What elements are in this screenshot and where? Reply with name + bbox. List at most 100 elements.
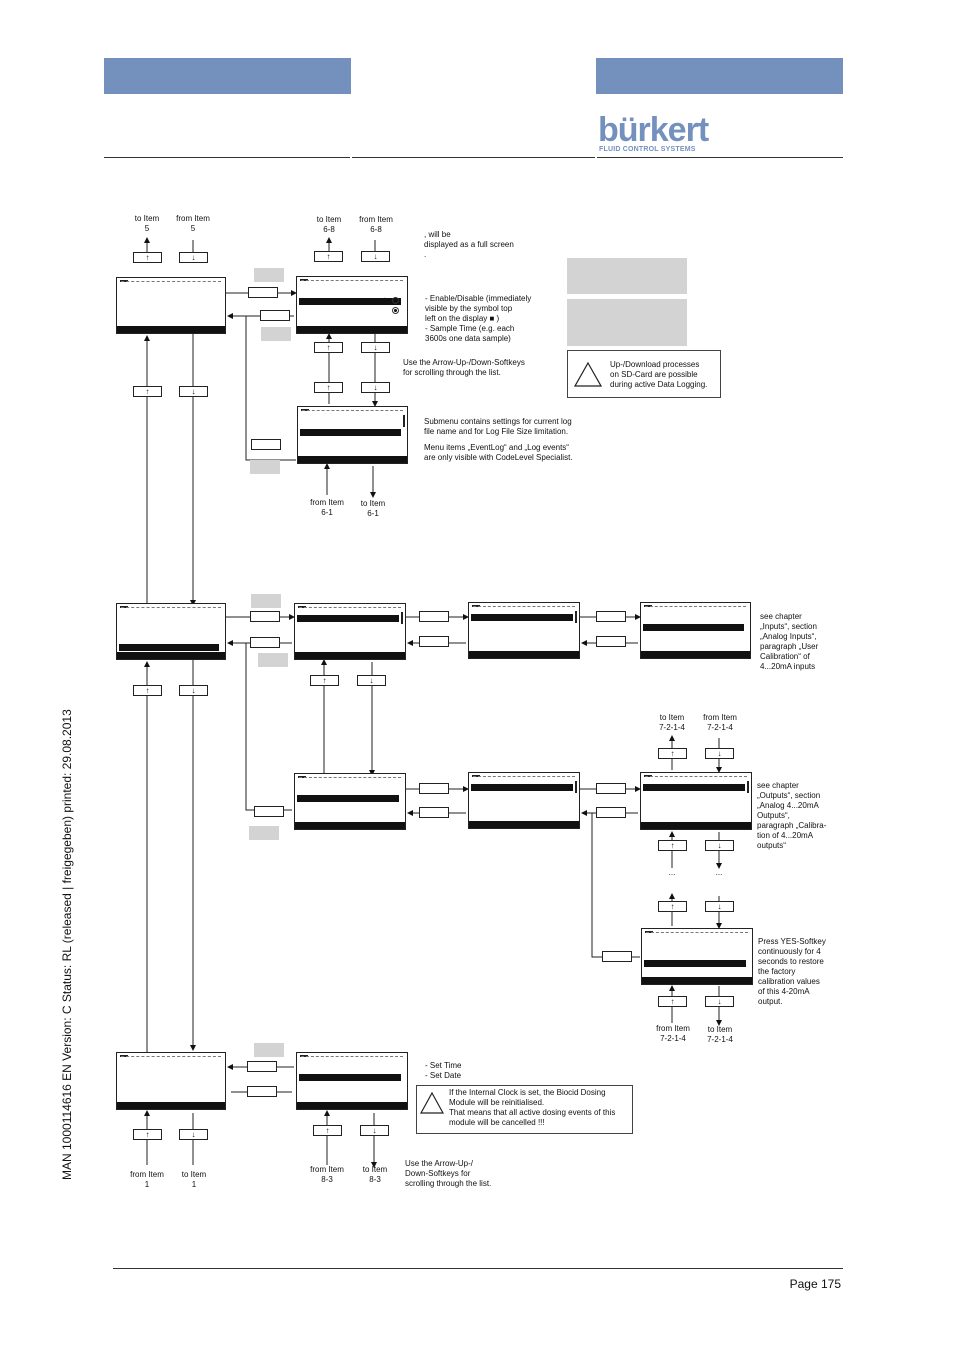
display-screen-12 [116, 1052, 226, 1110]
softkey-box [247, 1061, 277, 1072]
grey-placeholder [250, 460, 280, 474]
up-arrow-icon: ↑ [313, 1125, 342, 1136]
label-from-item-1: from Item 1 [130, 1170, 164, 1189]
down-arrow-icon: ↓ [361, 342, 390, 353]
header-rule-right [597, 157, 843, 158]
softkey-box [248, 287, 278, 298]
note-submenu: Submenu contains settings for current lo… [424, 417, 572, 436]
down-arrow-icon: ↓ [705, 996, 734, 1007]
down-arrow-icon: ↓ [360, 1125, 389, 1136]
display-screen-1 [116, 277, 226, 334]
up-arrow-icon: ↑ [133, 1129, 162, 1140]
note-arrow-scroll-1: Use the Arrow-Up-/Down-Softkeys for scro… [403, 358, 525, 377]
display-screen-4 [116, 603, 226, 660]
down-arrow-icon: ↓ [361, 382, 390, 393]
display-screen-10 [640, 772, 752, 830]
softkey-box [602, 951, 632, 962]
softkey-box [419, 807, 449, 818]
radio-off-icon [392, 297, 399, 304]
note-inputs-reference: see chapter „Inputs“, section „Analog In… [760, 612, 819, 671]
note-full-screen: , will be displayed as a full screen . [424, 230, 514, 259]
label-to-item-8-3: to Item 8-3 [362, 1165, 388, 1184]
label-to-item-1: to Item 1 [181, 1170, 207, 1189]
down-arrow-icon: ↓ [179, 1129, 208, 1140]
softkey-box [596, 611, 626, 622]
logo-tagline: FLUID CONTROL SYSTEMS [599, 146, 696, 153]
up-arrow-icon: ↑ [310, 675, 339, 686]
label-from-item-8-3: from Item 8-3 [310, 1165, 344, 1184]
warning-sd-card: Up-/Download processes on SD-Card are po… [567, 350, 721, 398]
up-arrow-icon: ↑ [133, 685, 162, 696]
display-screen-5 [294, 603, 406, 660]
note-menu-items: Menu items „EventLog“ and „Log events“ a… [424, 443, 573, 462]
grey-panel-top [567, 258, 687, 294]
header-rule-middle [352, 157, 595, 158]
up-arrow-icon: ↑ [314, 382, 343, 393]
down-arrow-icon: ↓ [705, 748, 734, 759]
warning-triangle-icon [420, 1092, 444, 1114]
up-arrow-icon: ↑ [133, 386, 162, 397]
cursor-marker: > [384, 295, 390, 305]
warning-clock-text: If the Internal Clock is set, the Biocid… [449, 1088, 616, 1127]
up-arrow-icon: ↑ [314, 342, 343, 353]
grey-placeholder [258, 653, 288, 667]
display-screen-13 [296, 1052, 408, 1110]
warning-triangle-icon [574, 361, 602, 387]
label-to-item-6-8: to Item 6-8 [316, 215, 342, 234]
label-from-item-7214: from Item 7-2-1-4 [703, 713, 737, 732]
label-to-item-7214-bottom: to Item 7-2-1-4 [707, 1025, 733, 1044]
ellipsis-right: ... [715, 868, 723, 877]
note-set-time-date: - Set Time - Set Date [425, 1061, 462, 1080]
label-from-item-6-8: from Item 6-8 [359, 215, 393, 234]
softkey-box [251, 439, 281, 450]
label-from-item-6-1: from Item 6-1 [310, 498, 344, 517]
grey-placeholder [254, 1043, 284, 1057]
down-arrow-icon: ↓ [705, 840, 734, 851]
header-bar-left [104, 58, 351, 94]
header-bar-right [596, 58, 843, 94]
label-to-item-5: to Item 5 [134, 214, 160, 233]
down-arrow-icon: ↓ [705, 901, 734, 912]
up-arrow-icon: ↑ [133, 252, 162, 263]
burkert-logo: bürkert FLUID CONTROL SYSTEMS [598, 110, 718, 156]
softkey-box [250, 611, 280, 622]
down-arrow-icon: ↓ [361, 251, 390, 262]
label-to-item-7214: to Item 7-2-1-4 [659, 713, 685, 732]
display-screen-9 [468, 772, 580, 829]
display-screen-2 [296, 276, 408, 334]
note-outputs-reference: see chapter „Outputs“, section „Analog 4… [757, 781, 827, 850]
up-arrow-icon: ↑ [658, 748, 687, 759]
softkey-box [247, 1086, 277, 1097]
footer-rule [113, 1268, 843, 1269]
display-screen-3 [297, 406, 408, 464]
label-to-item-6-1: to Item 6-1 [360, 499, 386, 518]
ellipsis-left: ... [668, 868, 676, 877]
softkey-box [419, 783, 449, 794]
softkey-box [596, 636, 626, 647]
note-arrow-scroll-2: Use the Arrow-Up-/ Down-Softkeys for scr… [405, 1159, 492, 1188]
note-press-yes: Press YES-Softkey continuously for 4 sec… [758, 937, 826, 1006]
softkey-box [260, 310, 290, 321]
header-rule-left [104, 157, 350, 158]
grey-placeholder [249, 826, 279, 840]
label-from-item-7214-bottom: from Item 7-2-1-4 [656, 1024, 690, 1043]
down-arrow-icon: ↓ [179, 386, 208, 397]
display-screen-11 [641, 928, 753, 985]
page-number: Page 175 [789, 1277, 841, 1291]
softkey-box [250, 637, 280, 648]
radio-on-icon [392, 307, 399, 314]
warning-clock: If the Internal Clock is set, the Biocid… [416, 1085, 633, 1134]
up-arrow-icon: ↑ [658, 901, 687, 912]
down-arrow-icon: ↓ [179, 252, 208, 263]
grey-placeholder [254, 268, 284, 282]
note-enable-disable: - Enable/Disable (immediately visible by… [425, 294, 532, 343]
up-arrow-icon: ↑ [314, 251, 343, 262]
down-arrow-icon: ↓ [179, 685, 208, 696]
grey-placeholder [251, 594, 281, 608]
display-screen-8 [294, 773, 406, 830]
grey-panel-bottom [567, 299, 687, 346]
softkey-box [596, 807, 626, 818]
warning-sd-card-text: Up-/Download processes on SD-Card are po… [610, 360, 708, 389]
display-screen-6 [468, 602, 580, 659]
